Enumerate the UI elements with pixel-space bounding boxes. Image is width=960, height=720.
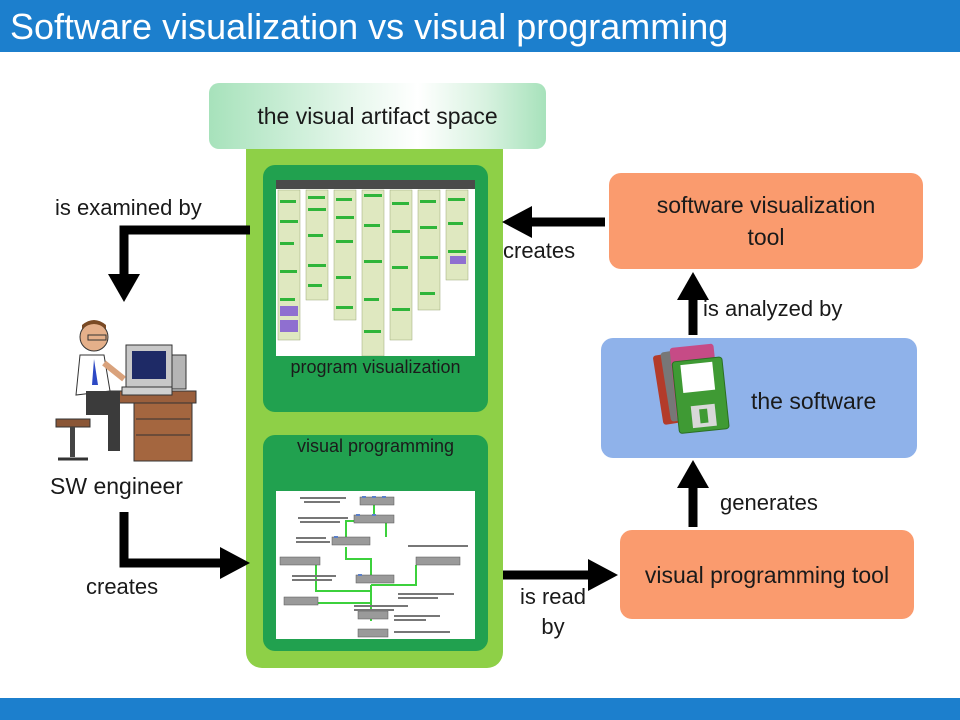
edge-label-creates-top: creates [503,238,576,263]
title-bar [0,0,960,52]
edge-label-creates-bottom: creates [86,574,159,599]
program-visualization-image [276,180,475,356]
visual-programming-tool-box: visual programming tool [620,530,914,619]
arrowhead-creates-top [502,206,532,238]
sw-engineer-label: SW engineer [50,473,183,499]
visual-artifact-space-label: the visual artifact space [209,83,546,149]
arrow-creates-bottom [119,512,222,568]
visual-programming-tool-label: visual programming tool [644,561,890,588]
the-software-label: the software [751,388,877,414]
page-title: Software visualization vs visual program… [10,6,729,47]
software-visualization-tool-box: software visualization tool [609,173,923,269]
software-visualization-tool-label: software visualization tool [656,192,876,250]
visual-programming-thumbnail [279,496,468,638]
edge-label-generates: generates [720,490,818,515]
arrowhead-creates-bottom [220,547,250,579]
edge-label-is-analyzed-by: is analyzed by [703,296,843,321]
visual-programming-image [276,491,475,639]
program-visualization-thumbnail [276,180,475,356]
program-visualization-label: program visualization [290,357,461,377]
arrowhead-is-examined-by [108,274,140,302]
footer-bar [0,698,960,720]
arrowhead-generates [677,460,709,488]
edge-label-is-read-by: is read by [519,584,587,639]
engineer-at-computer-icon [55,320,197,462]
arrowhead-is-analyzed-by [677,272,709,300]
edge-label-is-examined-by: is examined by [55,195,202,220]
arrowhead-is-read-by [588,559,618,591]
visual-programming-label: visual programming [296,436,455,456]
arrow-is-examined-by [119,225,250,276]
